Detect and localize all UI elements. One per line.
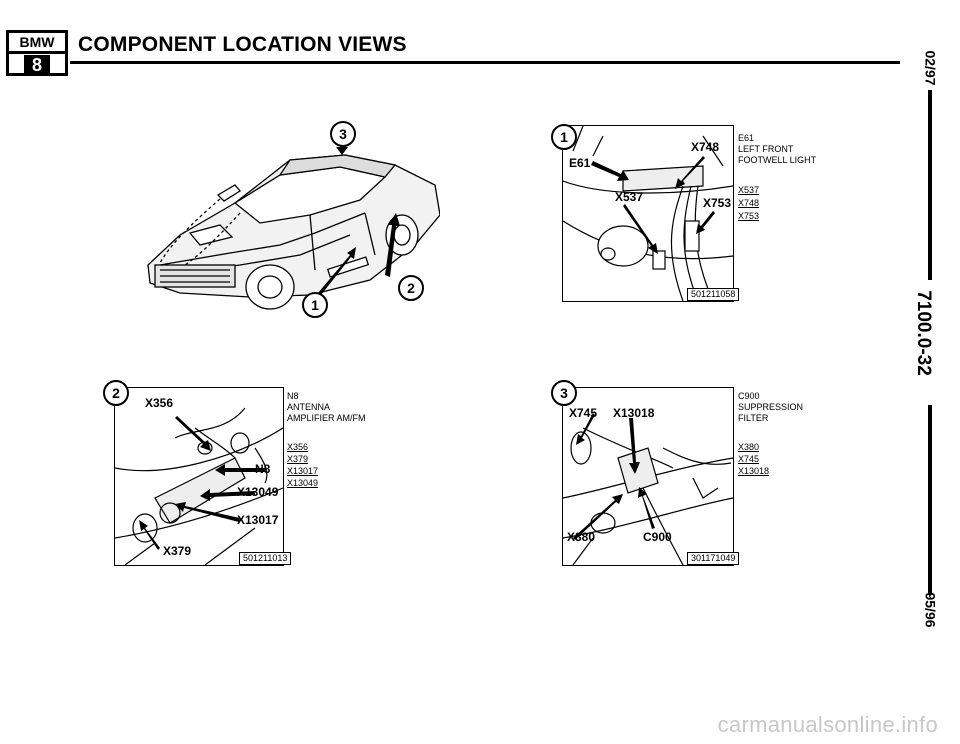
ref-item: X380 [738,442,760,452]
ref-item: X13018 [738,466,770,476]
panel-2-label-5: X379 [163,544,192,558]
caption-line: AMPLIFIER AM/FM [287,413,366,423]
callout-2: 2 [398,275,424,301]
caption-line: FOOTWELL LIGHT [738,155,817,165]
panel-3-caption: C900 SUPPRESSION FILTER [738,391,803,424]
logo-series: 8 [23,55,50,75]
detail-drawing-1 [562,125,734,302]
panel-1-caption: E61 LEFT FRONT FOOTWELL LIGHT [738,133,816,166]
sidebar-rule-2 [928,405,932,595]
panel-3-label-4: C900 [643,530,672,544]
date-bottom: 95/96 [922,592,939,628]
caption-line: LEFT FRONT [738,144,794,154]
caption-line: E61 [738,133,755,143]
detail-panel-3: 3 X745 X13018 X380 C900 301171049 [551,380,740,566]
detail-drawing-2 [114,407,284,566]
car-illustration [147,135,441,310]
panel-3-label-1: X745 [569,406,598,420]
detail-panel-2: 2 X356 N8 X13049 X13017 X379 501211013 [103,380,292,566]
logo-text: BMW [9,33,65,54]
caption-line: N8 [287,391,299,401]
panel-2-label-3: X13049 [237,485,279,499]
callout-3: 3 [330,121,356,147]
ref-item: X745 [738,454,760,464]
watermark: carmanualsonline.info [717,712,938,737]
manual-code: 7100.0-32 [912,290,934,376]
ref-item: X753 [738,211,760,221]
ref-item: X13017 [287,466,319,476]
panel-1-label-3: X537 [615,190,644,204]
sidebar-rule-1 [928,90,932,280]
panel-3-label-3: X380 [567,530,596,544]
callout-1: 1 [302,292,328,318]
header-rule [70,61,900,64]
panel-1-label-4: X753 [703,196,732,210]
caption-line: FILTER [738,413,769,423]
ref-item: X13049 [287,478,319,488]
panel-2-caption: N8 ANTENNA AMPLIFIER AM/FM [287,391,366,424]
ref-item: X537 [738,185,760,195]
detail-panel-1: 1 X748 E61 X537 X753 501211058 [551,124,740,302]
panel-2-id: 501211013 [239,552,292,565]
panel-3-label-2: X13018 [613,406,655,420]
caption-line: SUPPRESSION [738,402,804,412]
ref-item: X748 [738,198,760,208]
panel-1-id: 501211058 [687,288,740,301]
caption-line: ANTENNA [287,402,331,412]
panel-2-label-1: X356 [145,396,174,410]
panel-2-number: 2 [103,380,129,406]
panel-3-number: 3 [551,380,577,406]
panel-2-label-2: N8 [255,462,271,476]
panel-1-number: 1 [551,124,577,150]
panel-1-label-1: X748 [691,140,720,154]
panel-3-id: 301171049 [687,552,740,565]
ref-item: X356 [287,442,309,452]
panel-2-label-4: X13017 [237,513,279,527]
panel-1-label-2: E61 [569,156,591,170]
ref-item: X379 [287,454,309,464]
page-title: COMPONENT LOCATION VIEWS [78,33,407,56]
bmw-logo: BMW 8 [6,30,68,76]
detail-drawing-3 [562,413,734,566]
caption-line: C900 [738,391,760,401]
car-overview: 3 2 1 [140,115,441,330]
date-top: 02/97 [922,50,939,86]
